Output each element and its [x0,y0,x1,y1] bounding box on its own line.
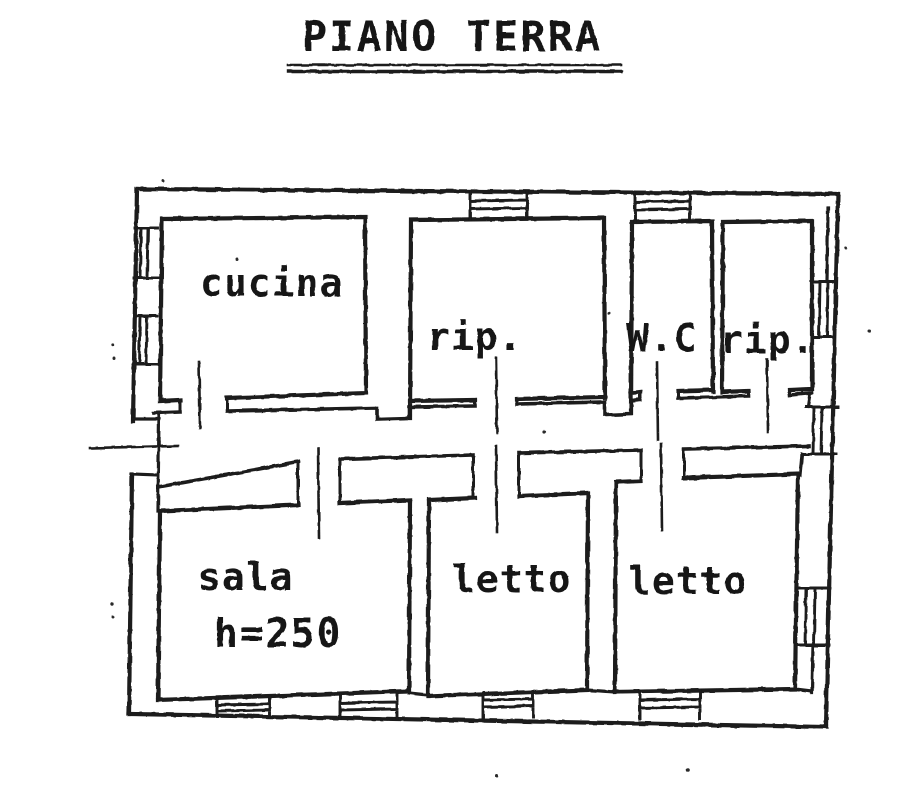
scan-speck [607,311,611,315]
corridor-top-line [151,391,814,421]
room-rip2-walls [719,218,815,395]
room-label-rip1: rip. [427,315,523,359]
corridor-walls [151,388,814,507]
outer-wall-bottom [126,711,829,730]
window-top-1 [468,190,529,221]
scan-speck [110,602,114,606]
scan-speck [844,246,848,250]
room-label-letto2: letto [628,559,747,603]
scan-speck [495,774,499,778]
room-height-note-sala: h=250 [214,611,342,657]
room-rip1-walls [407,215,608,421]
scan-speck [161,179,165,183]
outer-wall-top [134,186,841,197]
inner-line-corridor-right [798,391,812,477]
room-walls [155,214,815,703]
inner-wall-lines [130,206,830,697]
door-mark-entrance [88,444,180,450]
door-mark-letto1 [494,444,499,534]
door-mark-sala [316,447,321,540]
inner-line-corridor-left [156,411,161,513]
window-left-1 [132,226,160,280]
room-label-cucina: cucina [200,261,343,305]
bottom-cavity-caps [407,687,814,697]
drawing: PIANO TERRA [88,12,871,778]
window-bottom-4 [638,688,702,721]
inner-line-bottom-right [810,643,815,694]
room-label-letto1: letto [452,557,571,601]
door-mark-rip2 [765,358,770,434]
door-marks [88,356,770,540]
page-title: PIANO TERRA [302,12,602,61]
window-bottom-1 [215,695,272,719]
window-right-1 [810,280,838,339]
room-sala-walls [155,497,413,703]
scan-speck [235,257,239,261]
scan-speck [112,356,116,360]
room-letto2-walls [612,471,801,695]
room-label-rip2: rip. [720,318,816,362]
room-labels: cucina rip. W.C rip. sala h=250 letto le… [198,261,816,657]
scan-speck [111,615,115,619]
scan-speck [867,329,871,333]
window-top-2 [633,191,692,223]
window-symbols [131,190,840,721]
door-mark-letto2 [659,442,664,532]
window-bottom-2 [338,692,399,720]
scan-speck [111,343,115,347]
room-letto1-walls [425,490,591,699]
door-mark-wc [655,360,660,442]
window-right-2 [802,405,840,456]
room-label-wc: W.C [626,316,698,360]
entrance-cavity-caps [130,417,161,477]
title-block: PIANO TERRA [286,12,623,74]
door-mark-cucina [197,360,202,430]
outer-wall-left [126,186,140,717]
door-mark-rip1 [494,356,499,435]
room-cucina-walls [157,214,369,404]
window-left-2 [131,314,159,366]
scan-speck [542,430,546,434]
inner-line-top-right [825,206,830,284]
door-jambs [178,388,792,507]
corridor-bottom-line [155,444,811,490]
scan-noise [110,179,871,778]
room-label-sala: sala [198,555,294,599]
window-right-3 [794,586,832,647]
window-bottom-3 [481,689,535,719]
scan-speck [686,768,690,772]
